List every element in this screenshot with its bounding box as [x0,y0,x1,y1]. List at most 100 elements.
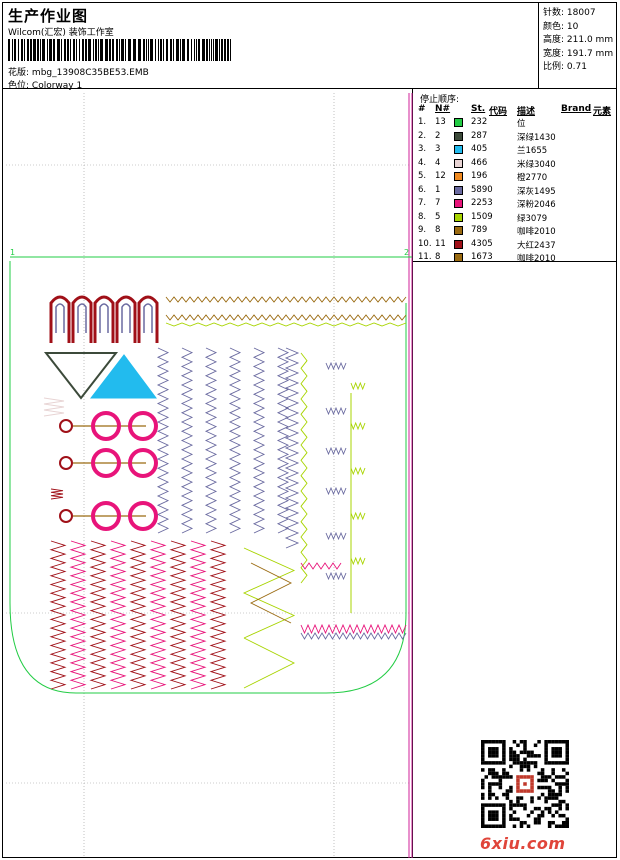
design-file-line: 花版: mbg_13908C35BE53.EMB [8,65,149,78]
stitch-run [243,637,296,689]
color-swatch [454,185,463,195]
stitch-run [109,540,127,690]
header-needle: N# [435,104,451,114]
stitch-run [228,347,242,534]
sequence-divider [412,261,616,262]
specs-divider [538,3,539,88]
colorway-value: Colorway 1 [31,81,83,91]
stitch-run [300,352,308,584]
stitch-run [325,571,347,581]
arch-inner [55,303,65,333]
spec-height: 高度: 211.0 mm [543,35,614,45]
stitch-run [249,562,293,624]
stitch-run [165,322,407,327]
header-index: # [418,104,426,114]
small-circle [59,509,73,523]
small-circle [59,456,73,470]
sequence-title: 停止顺序: [420,95,460,105]
spec-stitches: 针数: 18007 [543,8,596,18]
stitch-run [149,540,167,690]
arch-inner [143,303,153,333]
pink-circle [128,411,158,441]
stitch-run [189,540,207,690]
header-divider [3,88,616,89]
marker-right: 2 [404,248,409,257]
header-element: 元素 [593,107,612,117]
colorway-line: 色位: Colorway 1 [8,78,82,91]
header-st: St. [471,104,486,114]
arch-motif [93,295,115,343]
spec-scale: 比例: 0.71 [543,62,587,72]
stitch-run [300,632,407,640]
colorway-label: 色位: [8,81,30,91]
stitch-run [252,347,266,534]
color-swatch [454,158,463,168]
stitch-run [180,347,194,534]
spec-colors: 颜色: 10 [543,21,579,32]
stitch-run [69,540,87,690]
color-swatch [454,172,463,181]
stitch-run [284,347,300,549]
design-canvas: 1 2 [6,93,413,858]
arch-motif [137,295,159,343]
color-swatch [454,212,463,222]
stitch-run [276,347,290,534]
pink-circle [128,501,158,531]
stitch-run [325,486,347,496]
design-file: mbg_13908C35BE53.EMB [31,68,149,78]
specs-panel: 针数: 18007 颜色: 10 高度: 211.0 mm 宽度: 191.7 … [543,7,613,75]
embroidery-motifs [43,295,407,690]
pink-circle [128,448,158,478]
stitch-run [169,540,187,690]
stitch-run [300,562,342,570]
stitch-run [165,296,407,303]
arch-motif [115,295,137,343]
stitch-run [350,381,366,391]
marker-left: 1 [10,248,15,257]
arch-motif [49,295,71,343]
arch-inner [121,303,131,333]
stitch-run [325,406,347,416]
stitch-run [89,540,107,690]
stitch-run [165,314,407,321]
color-swatch [454,131,463,141]
triangle-motif [43,352,119,400]
stitch-run [300,623,407,635]
small-circle [59,419,73,433]
stitch-run [49,540,67,690]
stitch-run [325,446,347,456]
stitch-run [43,397,65,417]
sheet-title: 生产作业图 [8,7,89,25]
spec-width: 宽度: 191.7 mm [543,48,614,59]
header-brand: Brand [561,104,592,114]
color-swatch [454,226,463,235]
stitch-run [350,556,366,566]
watermark: 6xiu.com [480,834,566,853]
company-name: Wilcom(汇宏) 装饰工作室 [8,28,114,38]
stitch-run [325,531,347,541]
stitch-run [129,540,147,690]
stitch-run [350,466,366,476]
arch-inner [99,303,109,333]
outline-boundary [9,261,407,694]
stitch-run [156,347,170,534]
qr-code [481,740,569,828]
triangle-blue-motif [89,354,157,399]
barcode [8,39,236,61]
dotted-grid [6,93,409,858]
color-swatch [454,239,463,249]
arch-inner [77,303,87,333]
stitch-run [204,347,218,534]
stitch-run [325,361,347,371]
color-swatch [454,118,463,127]
design-label: 花版: [8,68,30,78]
stitch-run [50,488,64,500]
